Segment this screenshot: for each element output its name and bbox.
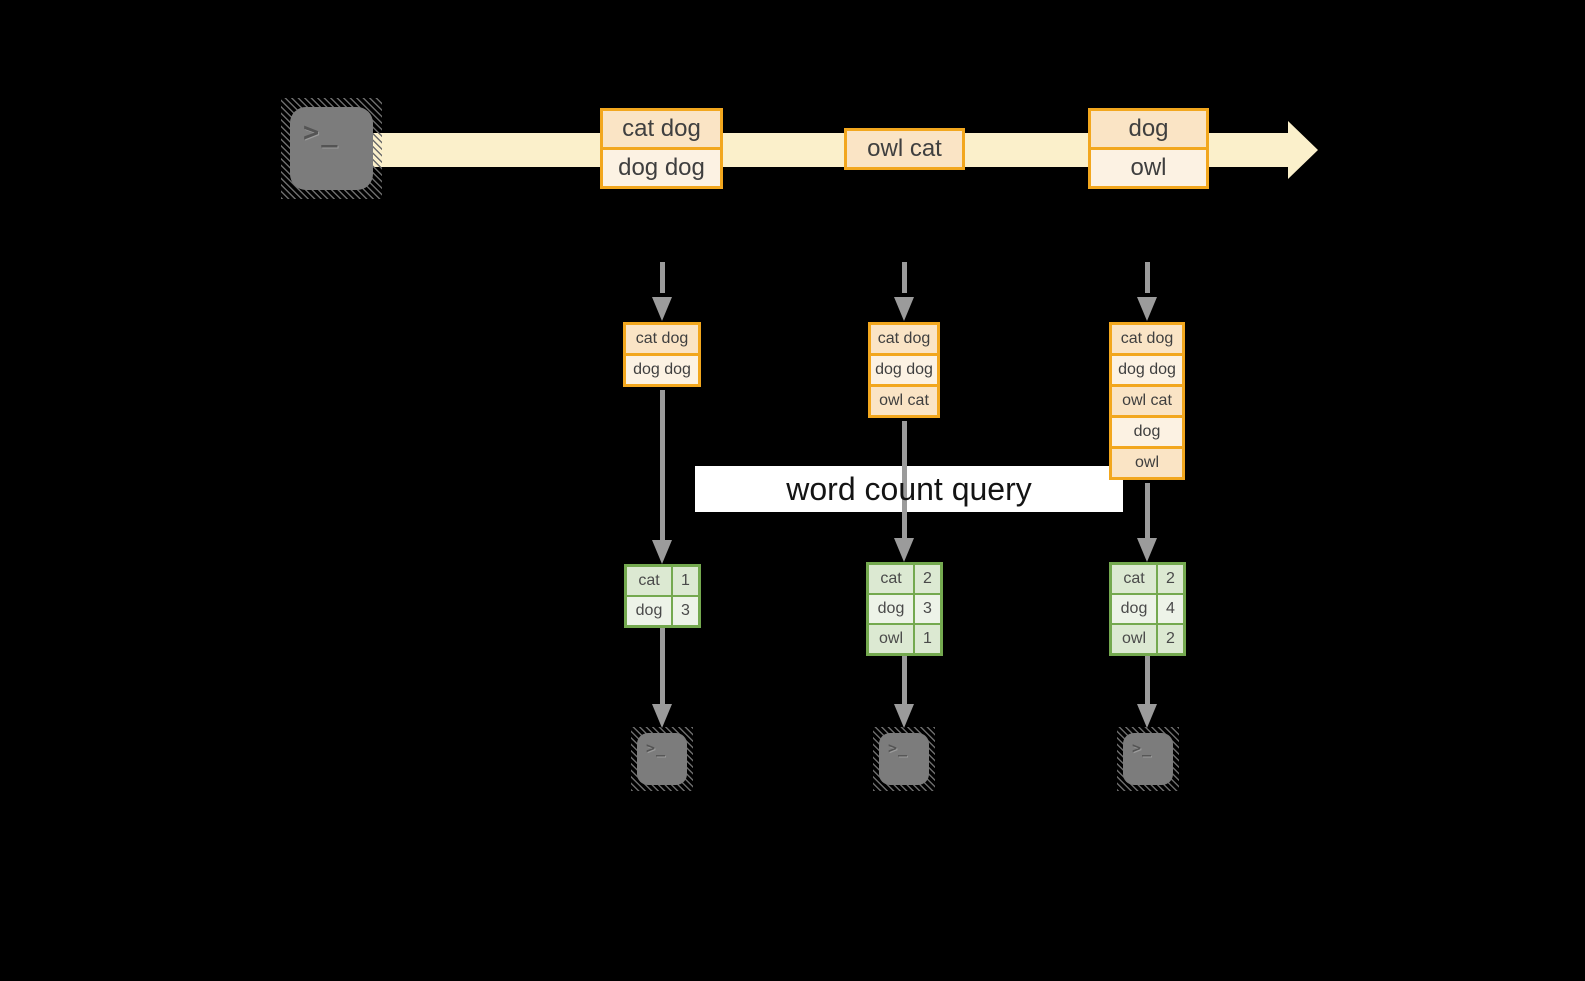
buffer-row: owl cat	[1112, 387, 1182, 415]
count-table: cat 2 dog 4 owl 2	[1109, 562, 1186, 656]
table-cell-word: owl	[869, 625, 913, 653]
table-cell-word: owl	[1112, 625, 1156, 653]
terminal-prompt-icon: >_	[303, 117, 340, 148]
state-buffer: cat dog dog dog	[623, 322, 701, 387]
consumer-terminal-icon: >_	[873, 727, 935, 791]
event-row: dog	[1091, 111, 1206, 147]
event-row: owl cat	[847, 131, 962, 167]
flow-arrow	[1145, 656, 1150, 706]
terminal-screen: >_	[879, 733, 929, 785]
buffer-row: owl cat	[871, 387, 937, 415]
dashed-arrow	[660, 262, 665, 293]
dashed-arrow-head-icon	[652, 297, 672, 321]
flow-arrow	[902, 656, 907, 706]
consumer-terminal-icon: >_	[631, 727, 693, 791]
dashed-arrow	[1145, 262, 1150, 293]
terminal-screen: >_	[1123, 733, 1173, 785]
state-buffer: cat dog dog dog owl cat dog owl	[1109, 322, 1185, 480]
stream-arrowhead-icon	[1288, 121, 1318, 179]
stream-event-box: cat dog dog dog	[600, 108, 723, 189]
count-table: cat 2 dog 3 owl 1	[866, 562, 943, 656]
buffer-row: dog dog	[1112, 356, 1182, 384]
flow-arrow-head-icon	[1137, 538, 1157, 562]
terminal-prompt-icon: >_	[888, 739, 909, 757]
dashed-arrow-head-icon	[894, 297, 914, 321]
table-cell-word: dog	[1112, 595, 1156, 623]
table-cell-count: 3	[673, 597, 698, 625]
flow-arrow	[660, 390, 665, 542]
flow-arrow	[1145, 483, 1150, 540]
event-row: cat dog	[603, 111, 720, 147]
table-cell-count: 2	[915, 565, 940, 593]
table-cell-count: 2	[1158, 625, 1183, 653]
state-buffer: cat dog dog dog owl cat	[868, 322, 940, 418]
flow-arrow-head-icon	[1137, 704, 1157, 728]
buffer-row: dog	[1112, 418, 1182, 446]
flow-arrow-head-icon	[652, 704, 672, 728]
query-label: word count query	[786, 471, 1032, 507]
terminal-prompt-icon: >_	[646, 739, 667, 757]
dashed-arrow	[902, 262, 907, 293]
table-cell-word: cat	[1112, 565, 1156, 593]
flow-arrow-head-icon	[894, 704, 914, 728]
table-cell-count: 1	[673, 567, 698, 595]
buffer-row: dog dog	[626, 356, 698, 384]
event-row: owl	[1091, 150, 1206, 186]
flow-arrow	[902, 421, 907, 540]
table-cell-word: cat	[627, 567, 671, 595]
table-cell-count: 2	[1158, 565, 1183, 593]
flow-arrow-head-icon	[894, 538, 914, 562]
buffer-row: owl	[1112, 449, 1182, 477]
table-cell-word: dog	[627, 597, 671, 625]
stream-event-box: dog owl	[1088, 108, 1209, 189]
terminal-screen: >_	[290, 107, 373, 190]
buffer-row: cat dog	[871, 325, 937, 353]
table-cell-word: cat	[869, 565, 913, 593]
flow-arrow	[660, 628, 665, 706]
stream-event-box: owl cat	[844, 128, 965, 170]
table-cell-count: 1	[915, 625, 940, 653]
table-cell-count: 4	[1158, 595, 1183, 623]
query-band	[695, 466, 1123, 512]
terminal-prompt-icon: >_	[1132, 739, 1153, 757]
consumer-terminal-icon: >_	[1117, 727, 1179, 791]
producer-terminal-icon: >_	[281, 98, 382, 199]
buffer-row: cat dog	[1112, 325, 1182, 353]
count-table: cat 1 dog 3	[624, 564, 701, 628]
buffer-row: dog dog	[871, 356, 937, 384]
dashed-arrow-head-icon	[1137, 297, 1157, 321]
buffer-row: cat dog	[626, 325, 698, 353]
table-cell-count: 3	[915, 595, 940, 623]
flow-arrow-head-icon	[652, 540, 672, 564]
terminal-screen: >_	[637, 733, 687, 785]
event-row: dog dog	[603, 150, 720, 186]
table-cell-word: dog	[869, 595, 913, 623]
